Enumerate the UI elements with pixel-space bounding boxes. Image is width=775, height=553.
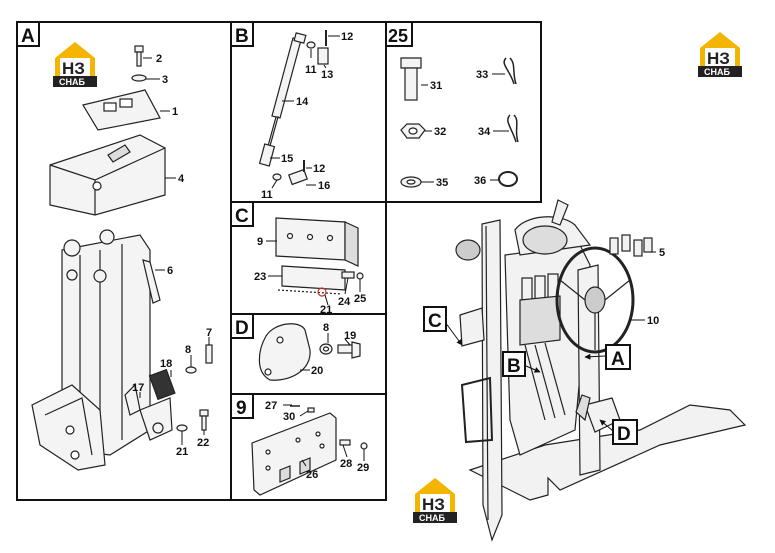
- svg-text:A: A: [21, 26, 35, 47]
- svg-text:9: 9: [257, 236, 263, 248]
- svg-text:СНАБ: СНАБ: [704, 67, 730, 77]
- svg-text:11: 11: [305, 64, 317, 76]
- svg-text:НЗ: НЗ: [62, 59, 85, 78]
- svg-text:35: 35: [436, 177, 448, 189]
- svg-text:13: 13: [321, 69, 333, 81]
- overview-leaders: [444, 251, 656, 432]
- panel-c-leaders: [266, 240, 361, 306]
- brand-logo: НЗ СНАБ: [698, 32, 742, 77]
- svg-text:C: C: [428, 311, 442, 332]
- panel-label-d: D: [230, 313, 254, 339]
- svg-text:23: 23: [254, 271, 266, 283]
- svg-text:34: 34: [478, 126, 491, 138]
- svg-text:8: 8: [323, 322, 329, 334]
- overview-marker-a: A: [605, 344, 631, 370]
- svg-text:9: 9: [236, 398, 247, 419]
- panel-label-c: C: [230, 201, 254, 227]
- svg-text:33: 33: [476, 69, 488, 81]
- svg-text:27: 27: [265, 400, 277, 412]
- brand-logo: НЗ СНАБ: [413, 478, 457, 523]
- svg-text:B: B: [507, 356, 521, 377]
- svg-text:СНАБ: СНАБ: [419, 513, 445, 523]
- svg-text:12: 12: [313, 163, 325, 175]
- svg-text:СНАБ: СНАБ: [59, 77, 85, 87]
- panel-d-callouts: 8 19 20: [311, 322, 356, 377]
- svg-text:НЗ: НЗ: [422, 495, 445, 514]
- svg-text:C: C: [235, 206, 249, 227]
- panel-d-drawing: [258, 323, 361, 381]
- svg-text:24: 24: [338, 296, 351, 308]
- svg-text:11: 11: [261, 189, 273, 201]
- panel-9-leaders: [283, 404, 365, 467]
- panel-frames: [16, 21, 542, 501]
- brand-logo: НЗ СНАБ: [53, 42, 97, 87]
- svg-text:25: 25: [388, 26, 408, 46]
- svg-text:15: 15: [281, 153, 293, 165]
- svg-text:22: 22: [197, 437, 209, 449]
- svg-text:НЗ: НЗ: [707, 49, 730, 68]
- panel-25-leaders: [421, 73, 509, 183]
- svg-text:16: 16: [318, 180, 330, 192]
- svg-text:19: 19: [344, 330, 356, 342]
- panel-a-callouts: 2 3 1 4 6 7 8 18 17 21 22: [132, 53, 212, 458]
- svg-text:17: 17: [132, 382, 144, 394]
- svg-text:14: 14: [296, 96, 309, 108]
- svg-text:10: 10: [647, 315, 659, 327]
- svg-text:A: A: [611, 349, 625, 370]
- svg-text:7: 7: [206, 327, 212, 339]
- panel-b-leaders: [270, 35, 340, 189]
- overview-marker-d: D: [612, 419, 638, 445]
- overview-marker-c: C: [423, 306, 447, 332]
- svg-text:4: 4: [178, 173, 185, 185]
- svg-text:5: 5: [659, 247, 665, 259]
- panel-label-a: A: [16, 21, 40, 47]
- panel-9-callouts: 27 30 26 28 29: [265, 400, 369, 481]
- panel-label-25: 25: [385, 21, 413, 47]
- svg-text:8: 8: [185, 344, 191, 356]
- panel-a-leaders: [139, 57, 210, 445]
- svg-text:6: 6: [167, 265, 173, 277]
- svg-text:21: 21: [320, 304, 332, 316]
- svg-text:29: 29: [357, 462, 369, 474]
- svg-text:32: 32: [434, 126, 446, 138]
- svg-text:31: 31: [430, 80, 442, 92]
- panel-a-drawing: [31, 45, 213, 471]
- svg-text:3: 3: [162, 74, 168, 86]
- overview-assembly: [455, 199, 747, 542]
- svg-text:D: D: [235, 318, 249, 339]
- svg-text:B: B: [235, 26, 249, 47]
- svg-text:28: 28: [340, 458, 352, 470]
- panel-label-b: B: [230, 21, 254, 47]
- panel-9-drawing: [251, 405, 368, 496]
- svg-text:1: 1: [172, 106, 178, 118]
- panel-b-drawing: [258, 30, 329, 186]
- panel-label-9: 9: [230, 393, 254, 419]
- svg-text:25: 25: [354, 293, 366, 305]
- panel-b-callouts: 12 11 13 14 15 12 11 16: [261, 31, 353, 201]
- svg-text:12: 12: [341, 31, 353, 43]
- panel-25-callouts: 31 32 35 33 34 36: [430, 69, 491, 189]
- svg-text:26: 26: [306, 469, 318, 481]
- svg-text:36: 36: [474, 175, 486, 187]
- svg-text:2: 2: [156, 53, 162, 65]
- overview-marker-b: B: [502, 351, 526, 377]
- svg-text:21: 21: [176, 446, 188, 458]
- panel-c-callouts: 9 23 21 24 25: [254, 236, 366, 316]
- panel-25-drawing: [400, 57, 519, 188]
- panel-d-leaders: [300, 333, 351, 371]
- svg-text:20: 20: [311, 365, 323, 377]
- svg-text:D: D: [617, 424, 631, 445]
- panel-c-drawing: [275, 217, 364, 297]
- svg-text:18: 18: [160, 358, 172, 370]
- overview-callouts: 5 10: [647, 247, 665, 327]
- svg-text:30: 30: [283, 411, 295, 423]
